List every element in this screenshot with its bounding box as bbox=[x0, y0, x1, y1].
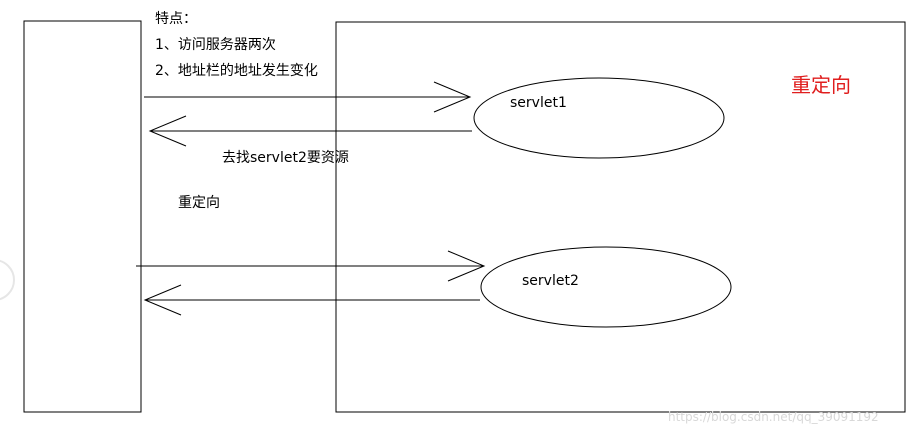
servlet2-label: servlet2 bbox=[522, 273, 579, 289]
server-box bbox=[335, 21, 906, 413]
request-arrow-2 bbox=[136, 250, 486, 282]
features-heading: 特点： bbox=[155, 11, 197, 27]
redirect-arrow bbox=[148, 115, 472, 147]
feature-point-2: 2、地址栏的地址发生变化 bbox=[155, 63, 318, 79]
servlet2-ellipse bbox=[480, 246, 732, 328]
watermark: https://blog.csdn.net/qq_39091192 bbox=[668, 410, 879, 424]
servlet1-label: servlet1 bbox=[510, 95, 567, 111]
client-box bbox=[23, 20, 142, 413]
redirect-label: 重定向 bbox=[178, 195, 220, 211]
server-title: 重定向 bbox=[791, 73, 851, 97]
feature-point-1: 1、访问服务器两次 bbox=[155, 37, 276, 53]
servlet1-ellipse bbox=[473, 77, 725, 159]
request-arrow-1 bbox=[144, 81, 472, 113]
redirect-reply-label: 去找servlet2要资源 bbox=[222, 150, 349, 166]
response-arrow bbox=[143, 284, 480, 316]
decorative-circle-icon bbox=[0, 259, 15, 301]
